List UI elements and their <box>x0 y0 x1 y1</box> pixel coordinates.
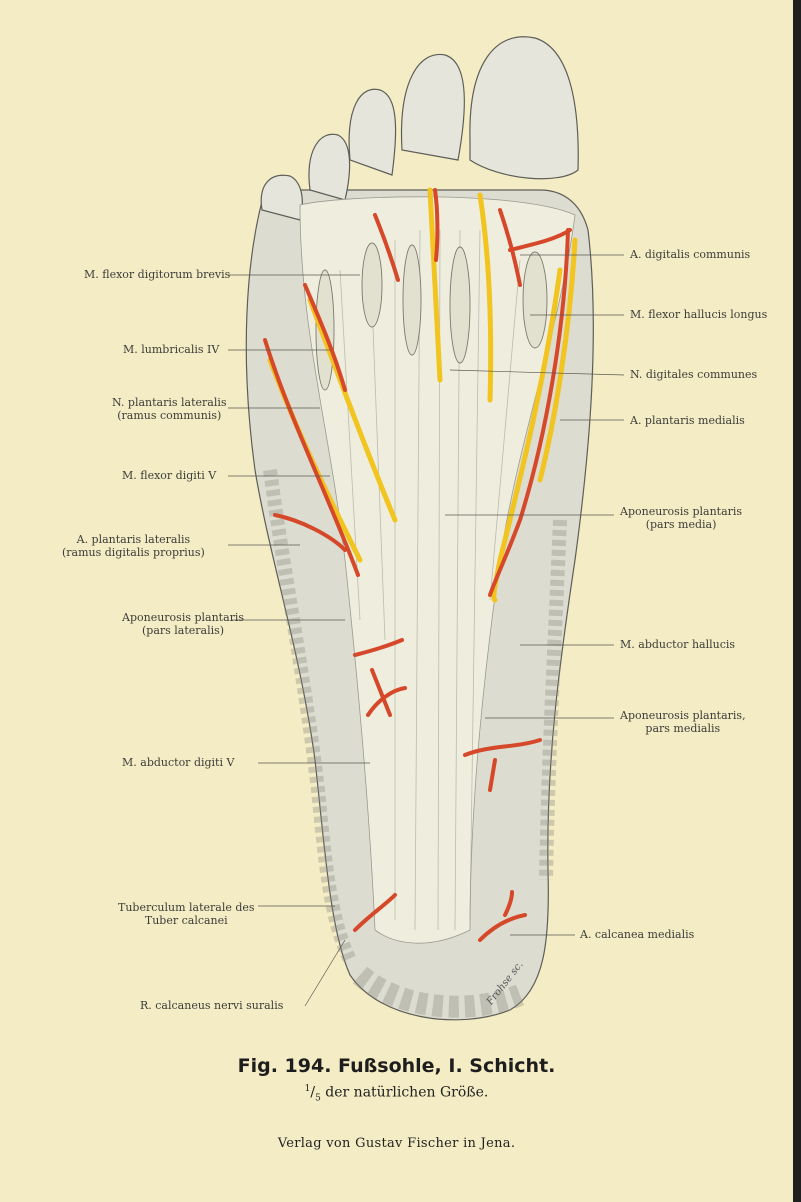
label-n-digitales-communes: N. digitales communes <box>630 368 757 381</box>
label-r-calcaneus-nervi-suralis: R. calcaneus nervi suralis <box>140 999 283 1012</box>
label-line: (ramus digitalis proprius) <box>62 546 205 559</box>
label-m-abductor-digiti-v: M. abductor digiti V <box>122 756 234 769</box>
label-aponeurosis-plantaris-lateralis: Aponeurosis plantaris (pars lateralis) <box>122 611 244 637</box>
label-line: M. flexor digiti V <box>122 469 217 482</box>
label-line: A. calcanea medialis <box>580 928 695 941</box>
label-aponeurosis-plantaris-media: Aponeurosis plantaris (pars media) <box>620 505 742 531</box>
scale-numerator: 1 <box>304 1084 311 1094</box>
plantar-aponeurosis <box>299 196 576 944</box>
label-line: (pars media) <box>645 518 717 531</box>
label-line: M. abductor digiti V <box>122 756 235 769</box>
label-n-plantaris-lateralis: N. plantaris lateralis (ramus communis) <box>112 396 227 422</box>
label-line: A. plantaris medialis <box>630 414 745 427</box>
label-line: M. lumbricalis IV <box>123 343 220 356</box>
label-line: M. abductor hallucis <box>620 638 736 651</box>
label-m-flexor-digitorum-brevis: M. flexor digitorum brevis <box>84 268 230 281</box>
leader-lines-left <box>228 274 370 1007</box>
plantar-arteries <box>263 188 572 942</box>
label-m-flexor-digiti-v: M. flexor digiti V <box>122 469 216 482</box>
label-aponeurosis-plantaris-medialis: Aponeurosis plantaris, pars medialis <box>620 709 746 735</box>
scale-text: der natürlichen Größe. <box>325 1084 489 1101</box>
leader-lines-right <box>445 254 625 936</box>
toes <box>260 36 579 221</box>
label-line: Aponeurosis plantaris, <box>620 709 746 722</box>
label-m-flexor-hallucis-longus: M. flexor hallucis longus <box>630 308 767 321</box>
label-a-digitalis-communis: A. digitalis communis <box>630 248 750 261</box>
label-a-plantaris-medialis: A. plantaris medialis <box>630 414 745 427</box>
label-line: M. flexor digitorum brevis <box>84 268 231 281</box>
label-line: Aponeurosis plantaris <box>620 505 743 518</box>
label-a-calcanea-medialis: A. calcanea medialis <box>580 928 694 941</box>
label-line: A. digitalis communis <box>630 248 751 261</box>
label-m-abductor-hallucis: M. abductor hallucis <box>620 638 735 651</box>
label-line: pars medialis <box>645 722 721 735</box>
label-a-plantaris-lateralis: A. plantaris lateralis (ramus digitalis … <box>62 533 205 559</box>
label-line: A. plantaris lateralis <box>76 533 191 546</box>
figure-title: Fig. 194. Fußsohle, I. Schicht. <box>237 1055 556 1077</box>
label-m-lumbricalis-iv: M. lumbricalis IV <box>123 343 219 356</box>
label-tuberculum-laterale: Tuberculum laterale des Tuber calcanei <box>118 901 255 927</box>
label-line: (pars lateralis) <box>141 624 225 637</box>
scale-denominator: 5 <box>315 1093 321 1104</box>
page-edge <box>793 0 801 1202</box>
publisher-line: Verlag von Gustav Fischer in Jena. <box>277 1136 516 1151</box>
label-line: Tuber calcanei <box>144 914 228 927</box>
label-line: M. flexor hallucis longus <box>630 308 768 321</box>
label-line: N. digitales communes <box>630 368 758 381</box>
label-line: Aponeurosis plantaris <box>122 611 245 624</box>
figure-scale: 1/5 der natürlichen Größe. <box>304 1084 489 1104</box>
label-line: Tuberculum laterale des <box>118 901 255 914</box>
label-line: (ramus communis) <box>117 409 222 422</box>
label-line: R. calcaneus nervi suralis <box>140 999 284 1012</box>
label-line: N. plantaris lateralis <box>112 396 227 409</box>
